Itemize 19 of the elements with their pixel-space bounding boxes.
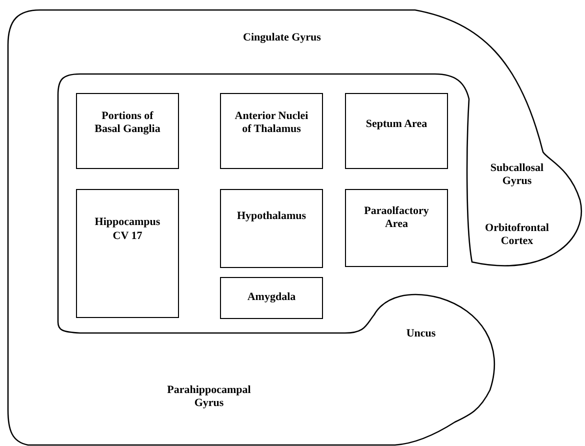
structure-label: Amygdala <box>247 291 296 305</box>
structure-box <box>345 189 448 267</box>
region-label: Parahippocampal Gyrus <box>166 384 252 410</box>
structure-box <box>76 93 179 169</box>
region-label: Uncus <box>405 327 437 341</box>
structure-box <box>220 93 323 169</box>
structure-box <box>220 189 323 268</box>
region-label: Subcallosal Gyrus <box>489 162 545 188</box>
structure-label: Portions of Basal Ganglia <box>94 110 162 136</box>
region-label: Cingulate Gyrus <box>242 31 322 45</box>
structure-label: Hypothalamus <box>236 210 306 224</box>
structure-label: Paraolfactory Area <box>363 204 430 232</box>
structure-box <box>220 277 323 319</box>
structure-box <box>345 93 448 169</box>
structure-label: Septum Area <box>366 118 428 132</box>
structure-label: Anterior Nuclei of Thalamus <box>234 110 310 136</box>
region-label: Orbitofrontal Cortex <box>484 222 550 248</box>
structure-label: Hippocampus CV 17 <box>94 216 162 243</box>
structure-box <box>76 189 179 318</box>
